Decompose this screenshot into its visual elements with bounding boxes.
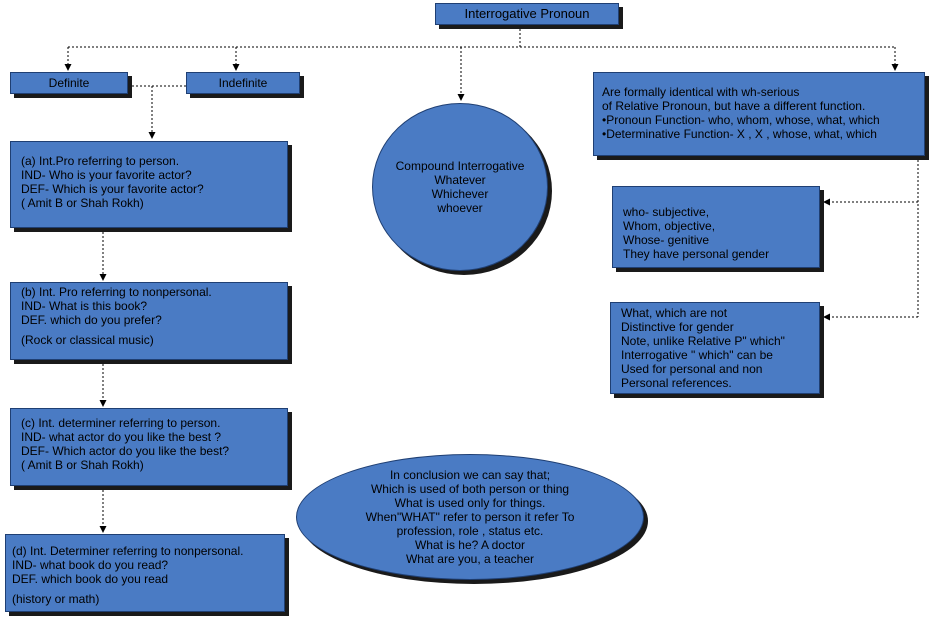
compound-line: whoever [437,201,483,215]
indefinite-label: Indefinite [218,76,268,90]
what-which-note-box: What, which are not Distinctive for gend… [610,302,820,394]
gender-line: They have personal gender [623,247,770,261]
box-a-person-pronoun: (a) Int.Pro referring to person. IND- Wh… [10,141,288,228]
box-d-note: (history or math) [12,592,100,606]
gender-line: Whose- genitive [623,233,710,247]
definite-box: Definite [10,72,128,94]
interrogative-pronoun-box: Interrogative Pronoun [435,3,619,25]
box-b-nonpersonal-pronoun: (b) Int. Pro referring to nonpersonal. I… [10,282,288,360]
conclusion-line: profession, role , status etc. [396,524,544,538]
what-which-line: What, which are not [621,306,728,320]
conclusion-line: Which is used of both person or thing [370,482,570,496]
box-d-line: (d) Int. Determiner referring to nonpers… [12,544,244,558]
box-c-line: IND- what actor do you like the best ? [21,430,222,444]
box-c-line: DEF- Which actor do you like the best? [21,444,230,458]
compound-line: Whichever [431,187,489,201]
what-which-line: Used for personal and non [621,362,763,376]
conclusion-line: What is used only for things. [394,496,546,510]
what-which-line: Note, unlike Relative P" which" [621,334,785,348]
conclusion-line: What is he? A doctor [414,538,526,552]
box-d-line: IND- what book do you read? [12,558,169,572]
conclusion-line: When"WHAT" refer to person it refer To [365,510,575,524]
box-d-line: DEF. which book do you read [12,572,169,586]
indefinite-box: Indefinite [186,72,300,94]
gender-cases-box: who- subjective, Whom, objective, Whose-… [612,186,820,268]
what-which-line: Interrogative " which" can be [621,348,773,362]
box-c-line: ( Amit B or Shah Rokh) [21,458,144,472]
identical-line: Are formally identical with wh-serious [602,85,800,99]
box-a-line: (a) Int.Pro referring to person. [21,154,180,168]
what-which-line: Distinctive for gender [621,320,734,334]
compound-line: Whatever [434,173,486,187]
identical-line: of Relative Pronoun, but have a differen… [602,99,866,113]
box-b-line: DEF. which do you prefer? [21,313,162,327]
box-b-line: (b) Int. Pro referring to nonpersonal. [21,285,212,299]
gender-line: who- subjective, [623,205,710,219]
box-d-nonpersonal-determiner: (d) Int. Determiner referring to nonpers… [5,534,285,612]
compound-interrogative-ellipse: Compound Interrogative Whatever Whicheve… [372,103,548,271]
conclusion-line: What are you, a teacher [405,552,535,566]
what-which-line: Personal references. [621,376,732,390]
box-c-person-determiner: (c) Int. determiner referring to person.… [10,408,288,486]
box-b-note: (Rock or classical music) [21,333,154,347]
box-a-line: IND- Who is your favorite actor? [21,168,192,182]
compound-line: Compound Interrogative [395,159,525,173]
conclusion-ellipse: In conclusion we can say that; Which is … [296,454,644,580]
root-title: Interrogative Pronoun [464,6,590,21]
box-a-line: ( Amit B or Shah Rokh) [21,196,144,210]
identical-line: •Determinative Function- X , X , whose, … [602,127,877,141]
identical-forms-box: Are formally identical with wh-serious o… [593,72,925,156]
box-a-line: DEF- Which is your favorite actor? [21,182,204,196]
box-b-line: IND- What is this book? [21,299,148,313]
conclusion-line: In conclusion we can say that; [389,468,551,482]
identical-line: •Pronoun Function- who, whom, whose, wha… [602,113,880,127]
definite-label: Definite [48,76,90,90]
box-c-line: (c) Int. determiner referring to person. [21,416,221,430]
gender-line: Whom, objective, [623,219,716,233]
